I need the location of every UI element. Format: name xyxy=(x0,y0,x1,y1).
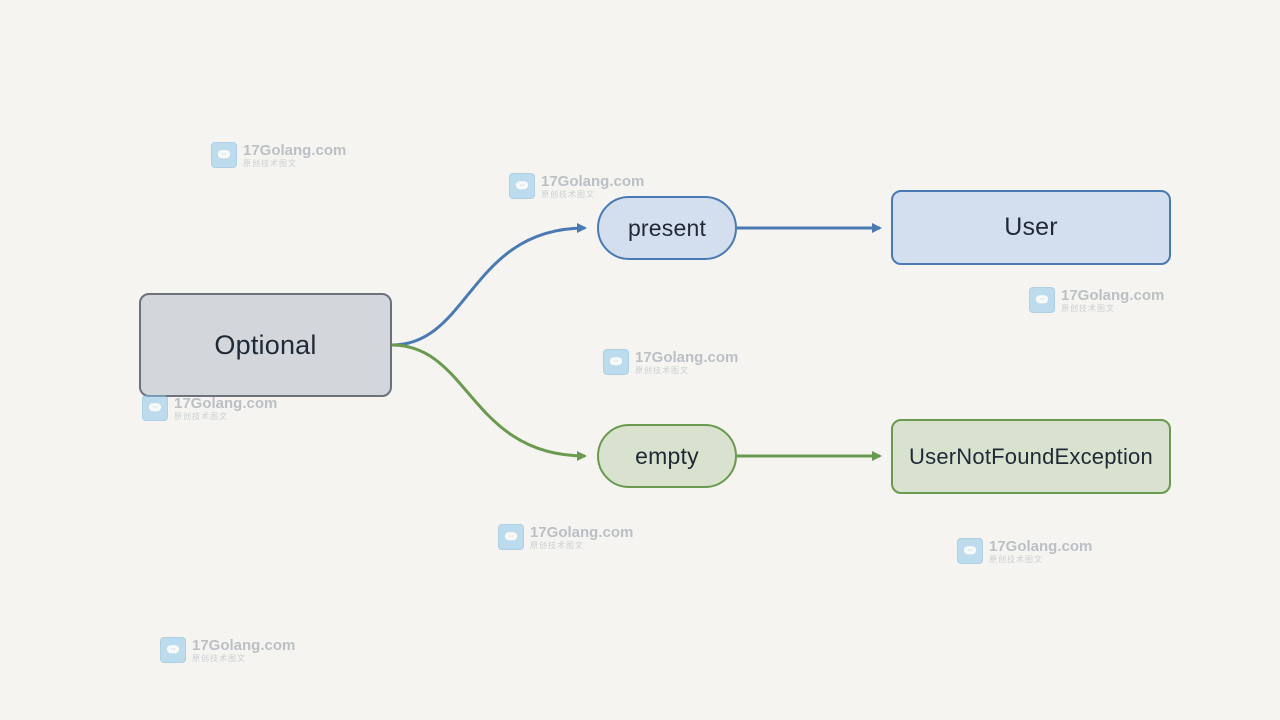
watermark-subtitle: 原创技术图文 xyxy=(541,189,595,199)
watermark: ↈ 17Golang.com 原创技术图文 xyxy=(142,395,277,421)
watermark: ↈ 17Golang.com 原创技术图文 xyxy=(603,349,738,375)
node-optional: Optional xyxy=(139,293,392,397)
watermark-subtitle: 原创技术图文 xyxy=(174,411,228,421)
watermark-subtitle: 原创技术图文 xyxy=(192,653,246,663)
17golang-logo-icon: ↈ xyxy=(211,142,237,168)
watermark-title: 17Golang.com xyxy=(530,523,634,541)
watermark: ↈ 17Golang.com 原创技术图文 xyxy=(1029,287,1164,313)
watermark-title: 17Golang.com xyxy=(1061,286,1165,304)
node-empty-label: empty xyxy=(635,442,699,469)
watermark-title: 17Golang.com xyxy=(635,348,739,366)
node-user-not-found-exception: UserNotFoundException xyxy=(891,419,1171,494)
edge-optional-to-empty xyxy=(391,343,587,461)
watermark: ↈ 17Golang.com 原创技术图文 xyxy=(498,524,633,550)
17golang-logo-icon: ↈ xyxy=(957,538,983,564)
17golang-logo-icon: ↈ xyxy=(603,349,629,375)
watermark-title: 17Golang.com xyxy=(243,141,347,159)
17golang-logo-icon: ↈ xyxy=(160,637,186,663)
17golang-logo-icon: ↈ xyxy=(498,524,524,550)
watermark-subtitle: 原创技术图文 xyxy=(243,158,297,168)
watermark-title: 17Golang.com xyxy=(989,537,1093,555)
17golang-logo-icon: ↈ xyxy=(1029,287,1055,313)
node-exception-label: UserNotFoundException xyxy=(909,443,1153,469)
watermark-subtitle: 原创技术图文 xyxy=(530,540,584,550)
watermark: ↈ 17Golang.com 原创技术图文 xyxy=(211,142,346,168)
node-optional-label: Optional xyxy=(214,329,317,360)
watermark: ↈ 17Golang.com 原创技术图文 xyxy=(957,538,1092,564)
node-user-label: User xyxy=(1004,213,1058,241)
watermark-title: 17Golang.com xyxy=(174,394,278,412)
watermark-subtitle: 原创技术图文 xyxy=(989,554,1043,564)
watermark-title: 17Golang.com xyxy=(541,172,645,190)
17golang-logo-icon: ↈ xyxy=(142,395,168,421)
edge-optional-to-present xyxy=(391,223,587,347)
node-present-label: present xyxy=(627,214,707,241)
watermark-title: 17Golang.com xyxy=(192,636,296,654)
watermark: ↈ 17Golang.com 原创技术图文 xyxy=(509,173,644,199)
watermark: ↈ 17Golang.com 原创技术图文 xyxy=(160,637,295,663)
17golang-logo-icon: ↈ xyxy=(509,173,535,199)
node-empty: empty xyxy=(597,424,737,488)
node-present: present xyxy=(597,196,737,260)
node-user: User xyxy=(891,190,1171,265)
watermark-subtitle: 原创技术图文 xyxy=(1061,303,1115,313)
watermark-subtitle: 原创技术图文 xyxy=(635,365,689,375)
